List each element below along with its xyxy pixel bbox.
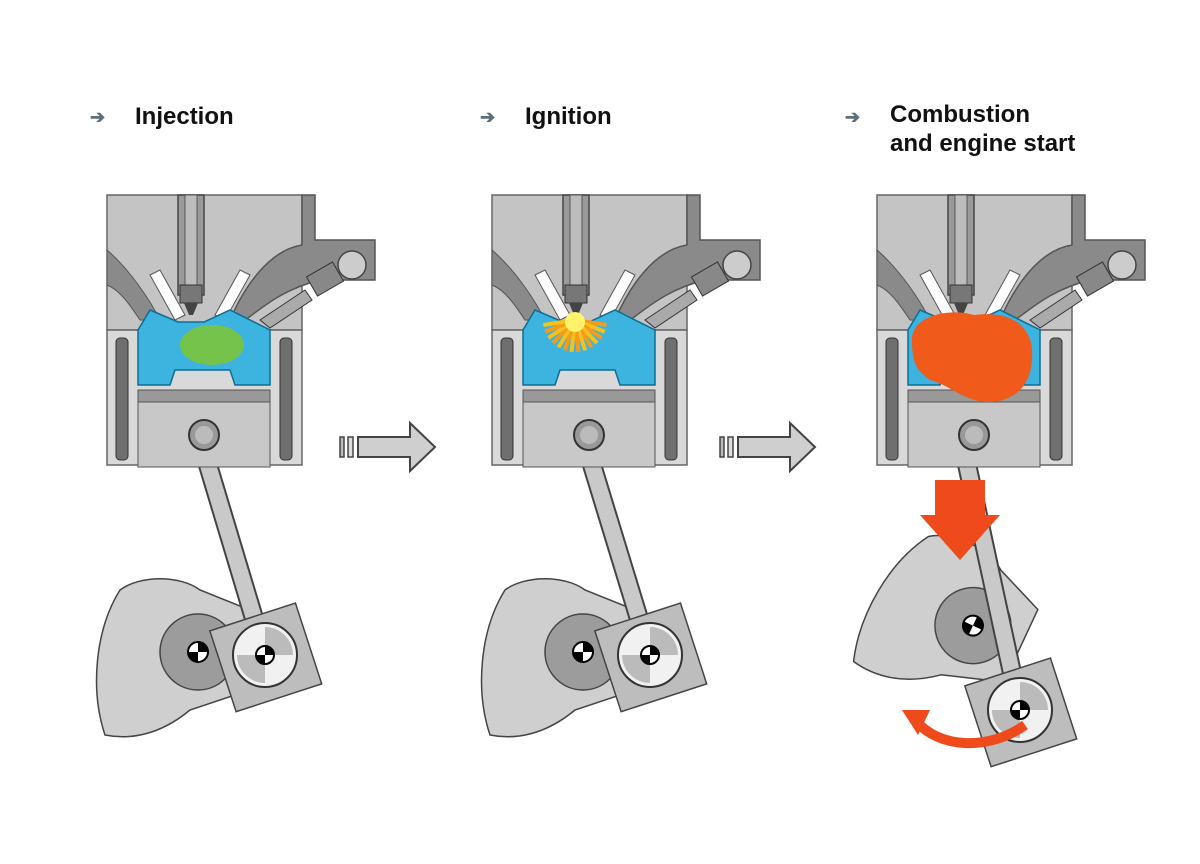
stage-title-ignition: Ignition xyxy=(525,103,612,130)
flame-front xyxy=(912,312,1033,402)
connecting-rod xyxy=(579,445,708,713)
fuel-injector xyxy=(259,250,367,329)
cylinder-head xyxy=(491,194,761,331)
stage-title-line1: Combustion xyxy=(890,101,1030,128)
cylinder-head xyxy=(106,194,376,331)
force-arrow-icon xyxy=(920,480,1000,560)
spark-burst xyxy=(543,312,607,353)
engine-combustion xyxy=(852,194,1146,768)
rotation-arrow-icon xyxy=(902,710,1028,749)
cylinder-block xyxy=(491,309,688,468)
engine-injection xyxy=(95,194,376,738)
arrow-right-icon: ➔ xyxy=(845,107,861,127)
arrow-right-icon: ➔ xyxy=(480,107,496,127)
stage-title-combustion: Combustion and engine start xyxy=(890,100,1075,158)
cylinder-head xyxy=(876,194,1146,331)
fuel-injector xyxy=(1029,250,1137,329)
engine-ignition xyxy=(480,194,761,738)
stage-title-line2: and engine start xyxy=(890,130,1076,157)
crankshaft xyxy=(95,578,251,738)
fuel-injector xyxy=(644,250,752,329)
flow-arrow-2 xyxy=(719,420,817,474)
stage-title-injection: Injection xyxy=(135,103,234,130)
arrow-right-icon: ➔ xyxy=(90,107,106,127)
flow-arrow-1 xyxy=(339,420,437,474)
connecting-rod xyxy=(195,445,323,713)
fuel-spray xyxy=(180,325,244,365)
